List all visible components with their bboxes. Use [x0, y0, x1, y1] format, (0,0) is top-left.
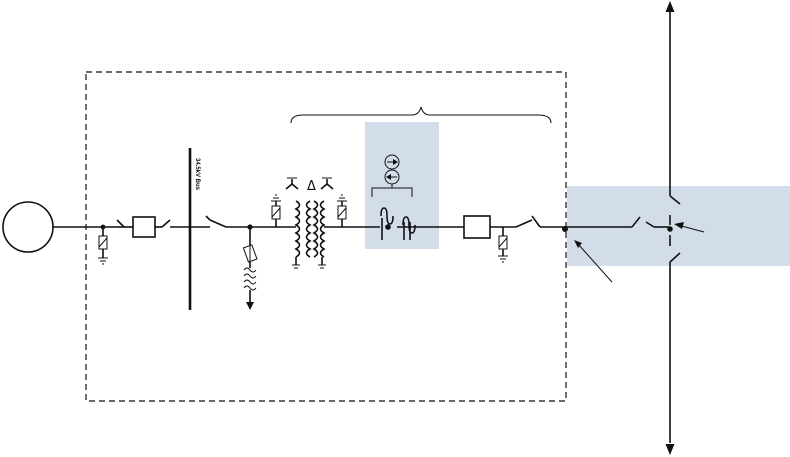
surge-arrester-breaker: [498, 227, 508, 263]
poi-pointer-arrow: [574, 240, 613, 283]
plant-breaker: [463, 215, 491, 239]
plant-boundary: [85, 71, 567, 402]
current-source-icons: [371, 154, 413, 197]
aux-down-arrow-icon: [246, 302, 254, 310]
generator-symbol: [2, 201, 54, 253]
current-transformers: [380, 207, 416, 240]
auxiliary-transformer-tap: [242, 224, 258, 310]
grid-line: [665, 1, 705, 455]
grid-arrow-up-icon: [665, 1, 675, 12]
surge-arrester-tx-primary: [271, 194, 281, 227]
main-transformer: [292, 200, 326, 269]
surge-arrester-gen: [98, 224, 108, 265]
grounded-wye-symbol-2: [320, 177, 334, 190]
interconnection-switch: [631, 216, 655, 228]
grid-arrow-down-icon: [665, 444, 675, 455]
plant-disconnect-switch: [515, 215, 541, 228]
converter-highlight-region: [365, 122, 439, 249]
bus-label: 34.5kV Bus: [194, 158, 200, 191]
poi-junction-dot: [562, 226, 568, 232]
inverter-section-brace: [290, 106, 552, 124]
grid-pointer-arrow-icon: [674, 222, 684, 229]
generator-breaker: [116, 216, 171, 238]
surge-arrester-tx-secondary: [337, 194, 347, 227]
bus-disconnect-switch: [205, 215, 227, 228]
delta-winding-symbol: Δ: [307, 179, 316, 194]
grounded-wye-symbol-1: [285, 177, 299, 190]
